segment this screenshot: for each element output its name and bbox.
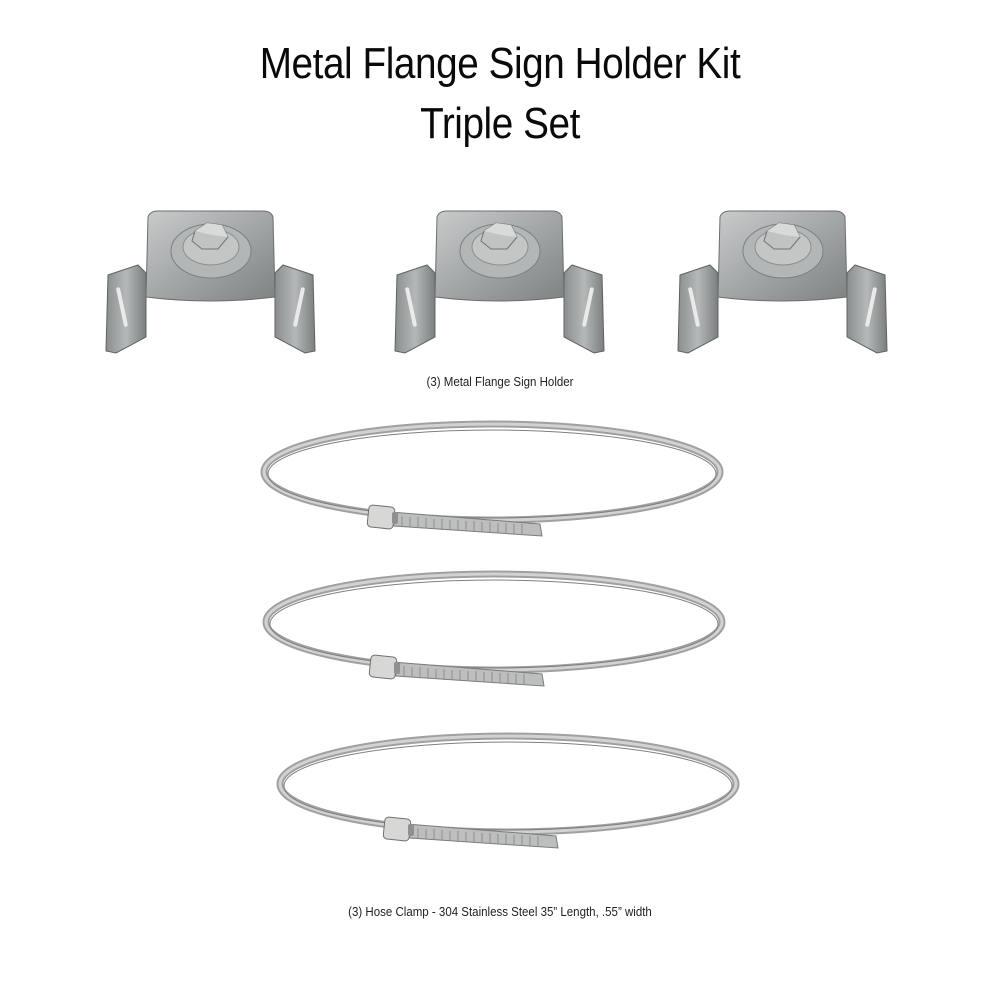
- metal-flange-sign-holder-icon: [394, 210, 605, 354]
- hose-clamp-1: [260, 412, 730, 547]
- hose-clamp-caption: (3) Hose Clamp - 304 Stainless Steel 35”…: [348, 905, 652, 919]
- hose-clamp-2: [262, 562, 732, 697]
- hose-clamp-icon: [262, 562, 732, 692]
- sign-holder-1: [98, 205, 323, 355]
- page-title-line-1: Metal Flange Sign Holder Kit: [259, 39, 741, 88]
- hose-clamp-icon: [276, 724, 746, 854]
- sign-holder-caption: (3) Metal Flange Sign Holder: [426, 375, 574, 389]
- metal-flange-sign-holder-icon: [105, 210, 316, 354]
- hose-clamp-icon: [260, 412, 730, 542]
- metal-flange-sign-holder-icon: [677, 210, 888, 354]
- sign-holder-3: [670, 205, 895, 355]
- page-title-line-2: Triple Set: [420, 99, 580, 148]
- sign-holder-2: [387, 205, 612, 355]
- hose-clamp-3: [276, 724, 746, 859]
